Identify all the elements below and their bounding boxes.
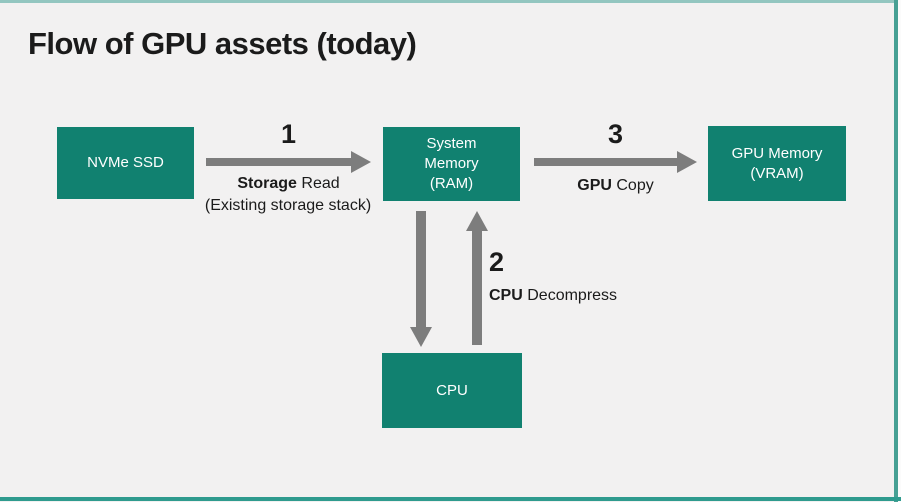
- step-3-label-rest: Copy: [616, 177, 654, 194]
- arrow-right-storage-read-icon: [206, 151, 371, 173]
- step-1-number: 1: [280, 119, 297, 149]
- slide-border-right: [894, 0, 898, 502]
- step-2-number: 2: [489, 247, 505, 277]
- arrow-head-right-icon: [677, 151, 697, 173]
- step-3-label-bold: GPU: [577, 177, 612, 194]
- node-nvme-ssd-label: NVMe SSD: [87, 154, 164, 171]
- arrow-shaft: [534, 158, 677, 166]
- page-title: Flow of GPU assets (today): [28, 26, 417, 61]
- arrow-head-up-icon: [466, 211, 488, 231]
- step-3-number: 3: [607, 119, 624, 149]
- arrow-head-down-icon: [410, 327, 432, 347]
- arrow-shaft: [472, 231, 482, 345]
- node-cpu-label: CPU: [436, 381, 468, 399]
- slide-border-bottom: [0, 497, 901, 501]
- step-2-label-bold: CPU: [489, 287, 523, 304]
- slide-border-top: [0, 0, 901, 3]
- node-gpu-memory-label: GPU Memory (VRAM): [731, 144, 823, 182]
- node-nvme-ssd: NVMe SSD: [57, 127, 194, 199]
- step-2-label-rest: Decompress: [527, 287, 618, 304]
- step-3-label: GPU Copy: [534, 177, 697, 195]
- node-system-memory: System Memory (RAM): [383, 127, 520, 201]
- step-1-sublabel: (Existing storage stack): [204, 197, 372, 214]
- arrow-up-to-system-memory-icon: [466, 211, 488, 345]
- step-2-label: CPU Decompress: [489, 287, 617, 305]
- step-1-label: Storage Read: [206, 175, 371, 193]
- step-1-label-rest: Read: [301, 175, 340, 192]
- arrow-shaft: [416, 211, 426, 327]
- arrow-head-right-icon: [351, 151, 371, 173]
- node-cpu: CPU: [382, 353, 522, 428]
- step-1-label-bold: Storage: [237, 175, 297, 192]
- slide-edge-right-white: [898, 0, 901, 502]
- node-system-memory-label: System Memory (RAM): [424, 135, 479, 192]
- node-gpu-memory: GPU Memory (VRAM): [708, 126, 846, 201]
- arrow-shaft: [206, 158, 351, 166]
- arrow-right-gpu-copy-icon: [534, 151, 697, 173]
- arrow-down-to-cpu-icon: [410, 211, 432, 347]
